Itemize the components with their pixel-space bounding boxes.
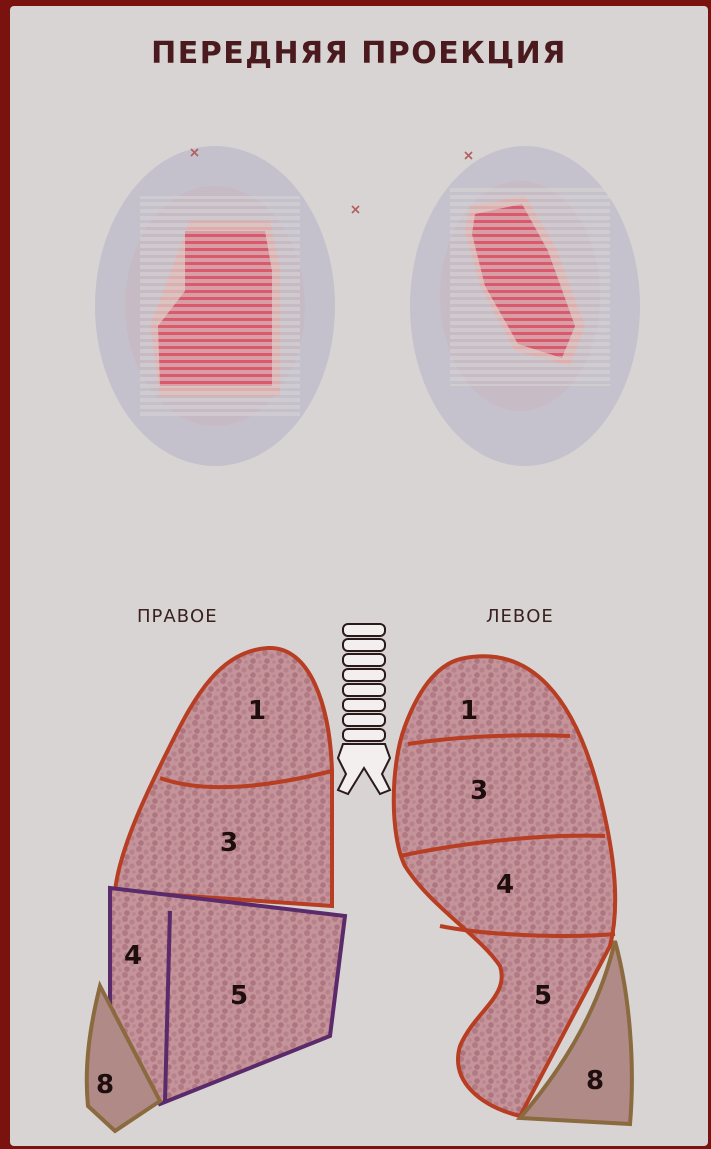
left-segment-4-label: 4 <box>496 870 514 900</box>
right-segment-4-label: 4 <box>124 941 142 971</box>
scan-left-lung <box>410 146 640 466</box>
slide: ПЕРЕДНЯЯ ПРОЕКЦИЯ <box>10 6 708 1146</box>
right-segment-3-label: 3 <box>220 828 238 858</box>
right-segment-5-label: 5 <box>230 981 248 1011</box>
left-segment-5-label: 5 <box>534 981 552 1011</box>
left-segment-1-label: 1 <box>460 696 478 726</box>
label-left-lung: ЛЕВОЕ <box>486 606 554 627</box>
right-segment-1-label: 1 <box>248 696 266 726</box>
scintigram <box>10 6 708 1146</box>
scan-right-lung <box>95 146 335 466</box>
left-segment-3-label: 3 <box>470 776 488 806</box>
right-segment-8-label: 8 <box>96 1070 114 1100</box>
trachea <box>338 624 390 794</box>
left-segment-8-label: 8 <box>586 1066 604 1096</box>
label-right-lung: ПРАВОЕ <box>137 606 218 627</box>
right-lung-diagram <box>87 648 345 1131</box>
